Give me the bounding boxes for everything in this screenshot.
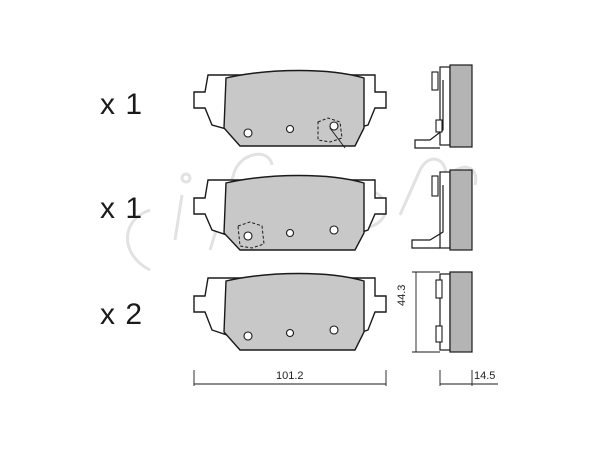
rivet-hole [329, 325, 339, 335]
rivet-hole [243, 331, 253, 341]
rivet-hole [329, 121, 339, 131]
rivet-hole [285, 228, 295, 238]
dimension-length-label: 101.2 [276, 370, 304, 382]
side-view-2 [411, 169, 473, 251]
wear-indicator [237, 221, 265, 249]
brake-pad-1 [193, 69, 387, 149]
rivet-hole [285, 328, 295, 338]
friction-material [223, 174, 365, 251]
side-view-1 [414, 64, 473, 149]
brake-pad-3 [193, 272, 387, 351]
dimension-height-label: 44.3 [396, 284, 408, 306]
dimension-length-line [193, 370, 387, 386]
quantity-label-row-3: x 2 [100, 298, 144, 331]
quantity-label-row-1: x 1 [100, 88, 144, 121]
brake-pad-2 [193, 174, 387, 251]
dimension-thickness-label: 14.5 [474, 370, 496, 382]
dimension-thickness-line [439, 370, 498, 386]
friction-material [223, 272, 365, 351]
quantity-label-row-2: x 1 [100, 192, 144, 225]
dimension-height-line [412, 271, 440, 353]
wear-indicator [317, 117, 343, 143]
rivet-hole [329, 225, 339, 235]
friction-material [223, 69, 365, 147]
rivet-hole [243, 128, 253, 138]
side-view-3 [435, 271, 473, 353]
rivet-hole [243, 231, 253, 241]
rivet-hole [285, 124, 295, 134]
